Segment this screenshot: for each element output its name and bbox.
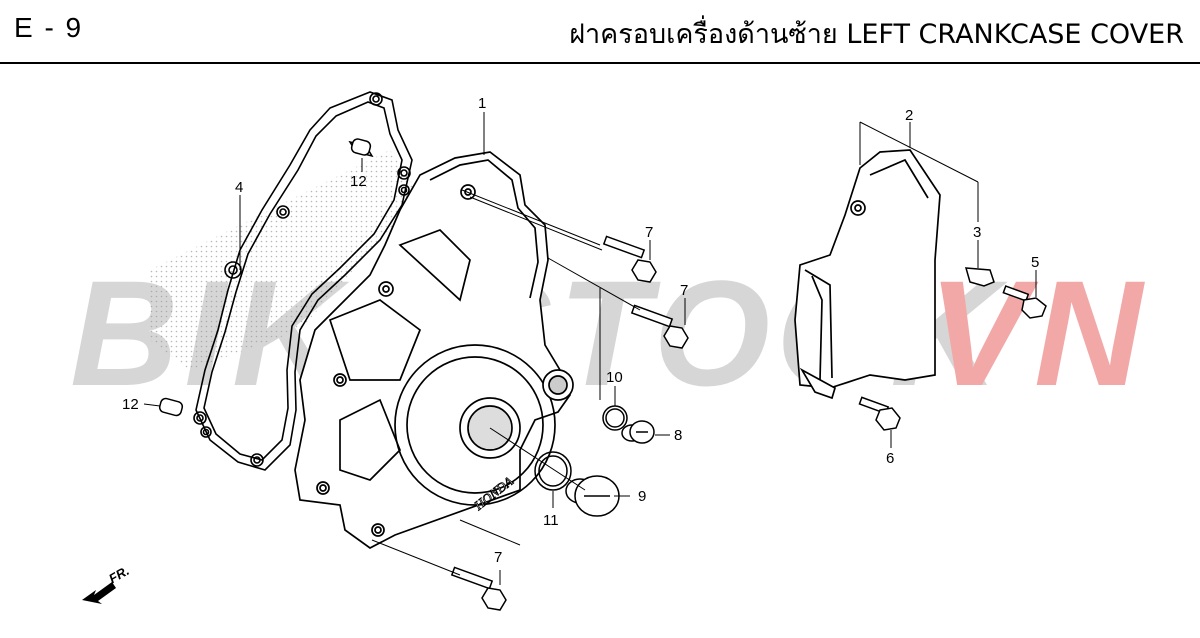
callout-5: 5 <box>1031 254 1039 271</box>
callout-7-upper: 7 <box>645 224 653 241</box>
leader-lines <box>143 112 1037 585</box>
dowel-pin-upper <box>348 138 374 158</box>
timing-hole-cap <box>621 420 655 444</box>
callout-1: 1 <box>478 95 486 112</box>
bolt-middle <box>630 304 689 349</box>
front-direction-marker: FR. <box>82 563 132 604</box>
callout-4: 4 <box>235 179 243 196</box>
header-divider <box>0 62 1200 64</box>
callout-3: 3 <box>973 224 981 241</box>
gasket-shading <box>150 150 420 370</box>
sprocket-cover-part <box>794 149 941 400</box>
callout-numbers: 1 2 3 4 5 6 7 7 7 8 9 10 11 12 12 <box>122 95 1039 566</box>
callout-11: 11 <box>543 512 559 529</box>
callout-2: 2 <box>905 107 913 124</box>
callout-7-middle: 7 <box>680 282 688 299</box>
bolt-6 <box>858 396 901 431</box>
page-code: E - 9 <box>14 12 84 43</box>
callout-12-lower: 12 <box>122 396 139 413</box>
callout-7-lower: 7 <box>494 549 502 566</box>
crankshaft-hole-cap <box>565 475 620 517</box>
dowel-pin-lower <box>158 397 184 417</box>
callout-10: 10 <box>606 369 623 386</box>
bolt-lower <box>450 566 507 611</box>
bolt-5 <box>1002 285 1047 319</box>
callout-9: 9 <box>638 488 646 505</box>
callout-12-upper: 12 <box>350 173 367 190</box>
bolt-upper <box>602 235 657 283</box>
page-header: E - 9 ฝาครอบเครื่องด้านซ้าย LEFT CRANKCA… <box>0 0 1200 62</box>
collar-part <box>964 267 995 287</box>
page-title: ฝาครอบเครื่องด้านซ้าย LEFT CRANKCASE COV… <box>569 19 1184 50</box>
o-ring-small <box>602 405 628 431</box>
callout-6: 6 <box>886 450 894 467</box>
callout-8: 8 <box>674 427 682 444</box>
o-ring-large <box>534 451 572 491</box>
watermark-suffix: VN <box>928 249 1148 417</box>
arrow-icon <box>82 582 116 604</box>
front-label: FR. <box>106 563 132 586</box>
